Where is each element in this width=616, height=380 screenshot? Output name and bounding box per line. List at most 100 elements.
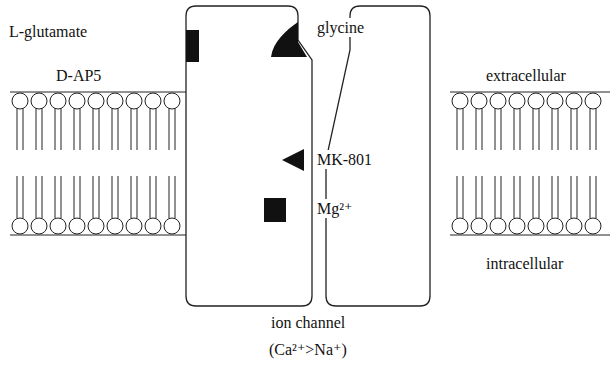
lipid-head [126,218,142,234]
lipid-tail [137,108,138,150]
lipid-tail [457,108,458,150]
lipid-tail [558,176,559,218]
blocker-label: MK-801 [316,150,373,169]
membrane-line [10,235,186,236]
lipid-head [528,93,544,109]
lipid-head [509,218,525,234]
glutamate-site [186,30,199,62]
lipid-tail [99,176,100,218]
magnesium-site [264,198,286,222]
lipid-tail [74,108,75,150]
lipid-head [145,93,161,109]
lipid-head [490,218,506,234]
lipid-tail [596,176,597,218]
membrane-line [450,92,610,93]
lipid-tail [457,176,458,218]
lipid-tail [533,176,534,218]
lipid-tail [17,176,18,218]
lipid-head [88,93,104,109]
lipid-head [12,218,28,234]
lipid-head [452,218,468,234]
lipid-tail [131,176,132,218]
lipid-tail [501,108,502,150]
lipid-tail [55,176,56,218]
membrane-line [10,92,186,93]
lipid-head [50,218,66,234]
lipid-tail [23,176,24,218]
ligand-label: L-glutamate [8,22,88,41]
lipid-head [69,93,85,109]
lipid-tail [99,108,100,150]
lipid-tail [36,176,37,218]
lipid-tail [514,108,515,150]
antagonist-label: D-AP5 [55,66,102,85]
lipid-tail [577,176,578,218]
lipid-head [107,218,123,234]
lipid-tail [514,176,515,218]
lipid-tail [590,108,591,150]
lipid-tail [169,108,170,150]
lipid-head [12,93,28,109]
lipid-tail [596,108,597,150]
lipid-tail [571,176,572,218]
membrane-line [450,235,610,236]
lipid-tail [533,108,534,150]
lipid-head [107,93,123,109]
lipid-tail [150,176,151,218]
glycine-site [271,22,307,57]
lipid-tail [118,108,119,150]
lipid-tail [42,108,43,150]
lipid-tail [93,176,94,218]
lipid-tail [558,108,559,150]
lipid-head [145,218,161,234]
lipid-tail [571,108,572,150]
lipid-tail [36,108,37,150]
lipid-head [585,218,601,234]
lipid-tail [495,108,496,150]
lipid-head [126,93,142,109]
channel-subunit-left [186,6,312,306]
lipid-tail [74,176,75,218]
lipid-tail [577,108,578,150]
side-label: intracellular [485,254,564,273]
ion-label: Mg²⁺ [316,199,353,218]
lipid-head [566,93,582,109]
lipid-head [31,93,47,109]
lipid-tail [590,176,591,218]
lipid-head [528,218,544,234]
lipid-tail [175,108,176,150]
lipid-head [164,218,180,234]
lipid-head [509,93,525,109]
caption-label: (Ca²⁺>Na⁺) [268,340,348,359]
lipid-head [31,218,47,234]
lipid-tail [539,176,540,218]
lipid-tail [476,108,477,150]
lipid-tail [520,108,521,150]
lipid-tail [42,176,43,218]
lipid-tail [156,176,157,218]
lipid-tail [137,176,138,218]
lipid-tail [23,108,24,150]
lipid-tail [80,108,81,150]
lipid-head [490,93,506,109]
lipid-head [69,218,85,234]
lipid-tail [482,176,483,218]
lipid-head [547,93,563,109]
lipid-tail [150,108,151,150]
lipid-head [164,93,180,109]
lipid-tail [17,108,18,150]
lipid-head [471,93,487,109]
lipid-head [452,93,468,109]
lipid-tail [112,176,113,218]
side-label: extracellular [485,66,567,85]
lipid-tail [463,108,464,150]
lipid-tail [55,108,56,150]
lipid-tail [520,176,521,218]
lipid-tail [495,176,496,218]
lipid-tail [552,176,553,218]
lipid-tail [61,108,62,150]
lipid-tail [156,108,157,150]
mk801-site [282,149,304,171]
lipid-tail [169,176,170,218]
lipid-tail [175,176,176,218]
